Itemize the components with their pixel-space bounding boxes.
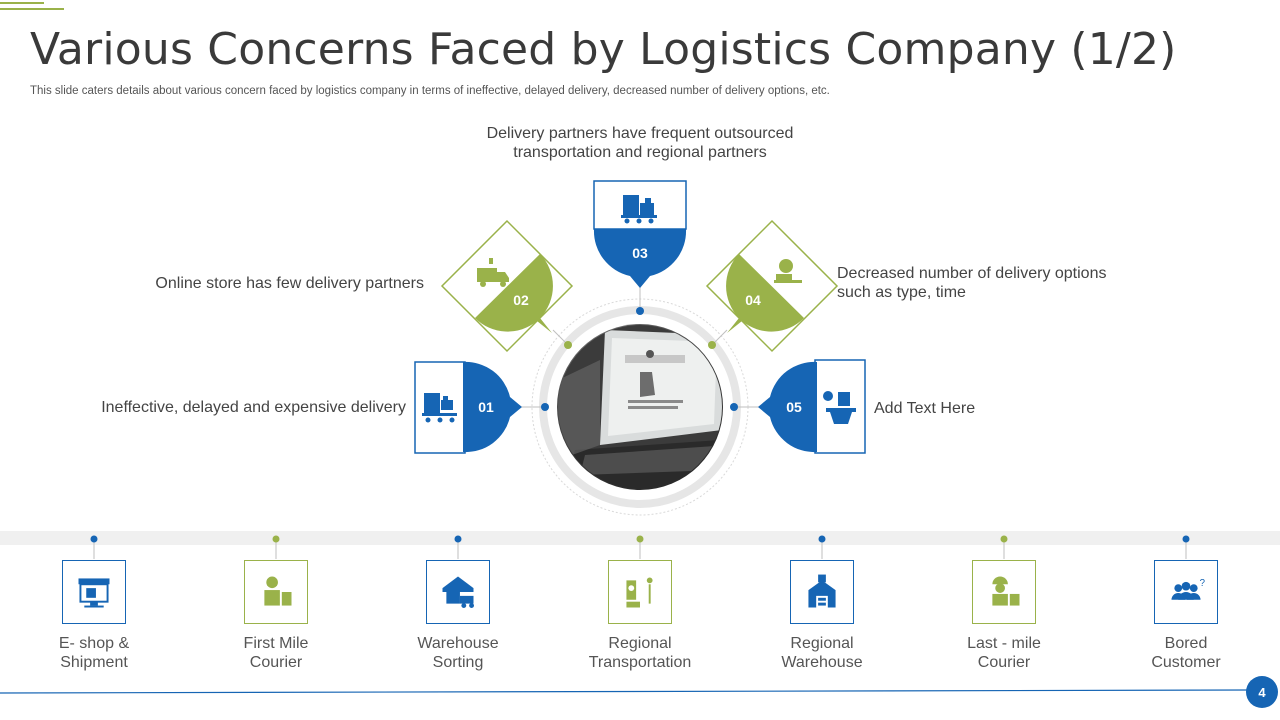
page-title: Various Concerns Faced by Logistics Comp… (30, 24, 1177, 75)
worker-icon (972, 560, 1036, 624)
concern-05-number: 05 (786, 399, 802, 415)
concern-03-text-line2: transportation and regional partners (513, 144, 767, 161)
eshop-icon (62, 560, 126, 624)
concern-03-shape (593, 180, 687, 288)
accent-lines (0, 2, 64, 10)
truck-icon (621, 195, 657, 224)
concern-05-shape (758, 359, 866, 454)
globe-box-icon (774, 259, 802, 283)
transport-icon (608, 560, 672, 624)
concern-03-text: Delivery partners have frequent outsourc… (440, 124, 840, 162)
concern-02-text: Online store has few delivery partners (155, 275, 424, 292)
svg-text:?: ? (1200, 578, 1206, 589)
concern-01-text: Ineffective, delayed and expensive deliv… (101, 399, 406, 416)
concern-03-number: 03 (632, 245, 648, 261)
concern-04-text-line2: such as type, time (837, 284, 966, 301)
footer-line (0, 689, 1249, 694)
concern-04-text-line1: Decreased number of delivery options (837, 265, 1107, 282)
concern-05-text: Add Text Here (874, 400, 976, 417)
concerns-diagram: 01 05 03 02 04 (414, 180, 866, 516)
concern-01-shape (414, 361, 522, 454)
globe-delivery-icon (823, 391, 856, 424)
page-number: 4 (1246, 676, 1278, 708)
concern-02-number: 02 (513, 292, 529, 308)
flow-label-eshop: E- shop &Shipment (58, 635, 130, 671)
concern-04-number: 04 (745, 292, 761, 308)
warehouse-icon (426, 560, 490, 624)
customers-icon: ? (1154, 560, 1218, 624)
flow-connectors (90, 535, 1190, 559)
concern-04-text: Decreased number of delivery options suc… (837, 264, 1137, 302)
courier-icon (244, 560, 308, 624)
truck-icon (422, 393, 457, 423)
concern-02-shape (440, 219, 574, 353)
page-subtitle: This slide caters details about various … (30, 85, 830, 97)
regional-warehouse-icon (790, 560, 854, 624)
laptop-photo (557, 324, 723, 490)
concern-01-number: 01 (478, 399, 494, 415)
delivery-truck-icon (477, 258, 509, 287)
concern-03-text-line1: Delivery partners have frequent outsourc… (486, 125, 794, 142)
concern-04-shape (705, 219, 839, 353)
